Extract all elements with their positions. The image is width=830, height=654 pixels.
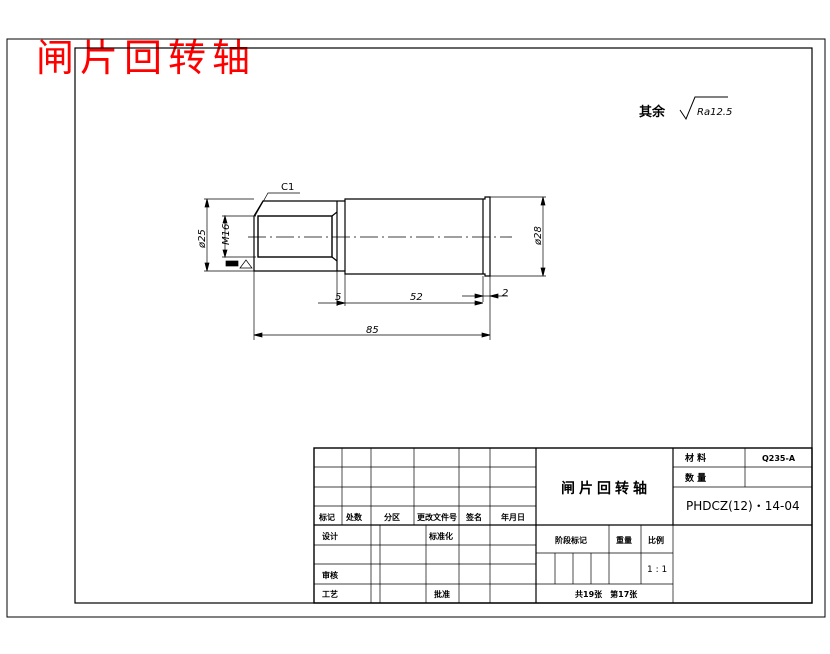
len-5-label: 5 bbox=[335, 292, 341, 303]
material-value: Q235-A bbox=[762, 454, 796, 463]
dimension-lines bbox=[204, 192, 546, 340]
part-name: 闸片回转轴 bbox=[561, 480, 651, 497]
shaft-drawing bbox=[248, 196, 512, 277]
title-block-texts: 闸片回转轴 材 料 Q235-A 数 量 PHDCZ(12)・14-04 标记 … bbox=[318, 452, 800, 599]
review-label: 审核 bbox=[322, 570, 338, 580]
dimension-texts: C1 ø25 M16 ø28 5 52 2 85 bbox=[197, 182, 544, 336]
roughness-symbol-icon bbox=[679, 96, 728, 121]
process-label: 工艺 bbox=[322, 589, 338, 599]
roughness-note: 其余 Ra12.5 bbox=[639, 96, 732, 121]
scale-value: 1 : 1 bbox=[647, 565, 667, 575]
rev-header-mark: 标记 bbox=[318, 512, 335, 522]
sheet-count: 共19张 第17张 bbox=[575, 589, 638, 599]
rev-header-zone: 分区 bbox=[384, 512, 400, 522]
weight-label: 重量 bbox=[616, 535, 632, 545]
chamfer-label: C1 bbox=[281, 182, 294, 193]
material-label: 材 料 bbox=[684, 452, 706, 464]
roughness-label: 其余 bbox=[639, 104, 666, 120]
dia-28-label: ø28 bbox=[533, 226, 544, 246]
quantity-label: 数 量 bbox=[685, 472, 706, 484]
approve-label: 批准 bbox=[434, 589, 450, 599]
design-label: 设计 bbox=[322, 531, 338, 541]
thread-m16-label: M16 bbox=[221, 224, 232, 245]
outer-frame bbox=[6, 38, 826, 618]
title-block bbox=[313, 447, 813, 604]
standardize-label: 标准化 bbox=[428, 531, 453, 541]
stage-mark-label: 阶段标记 bbox=[555, 535, 587, 545]
roughness-value: Ra12.5 bbox=[697, 107, 732, 118]
red-part-title: 闸片回转轴 bbox=[36, 36, 257, 80]
dia-25-label: ø25 bbox=[197, 229, 208, 249]
rev-header-sign: 签名 bbox=[465, 512, 482, 522]
rev-header-date: 年月日 bbox=[501, 512, 525, 522]
len-85-label: 85 bbox=[366, 325, 379, 336]
len-52-label: 52 bbox=[410, 292, 423, 303]
scale-label: 比例 bbox=[648, 535, 664, 545]
drawing-number: PHDCZ(12)・14-04 bbox=[686, 499, 800, 513]
rev-header-doc: 更改文件号 bbox=[417, 512, 457, 522]
rev-header-count: 处数 bbox=[345, 512, 363, 522]
len-2-label: 2 bbox=[502, 288, 508, 299]
